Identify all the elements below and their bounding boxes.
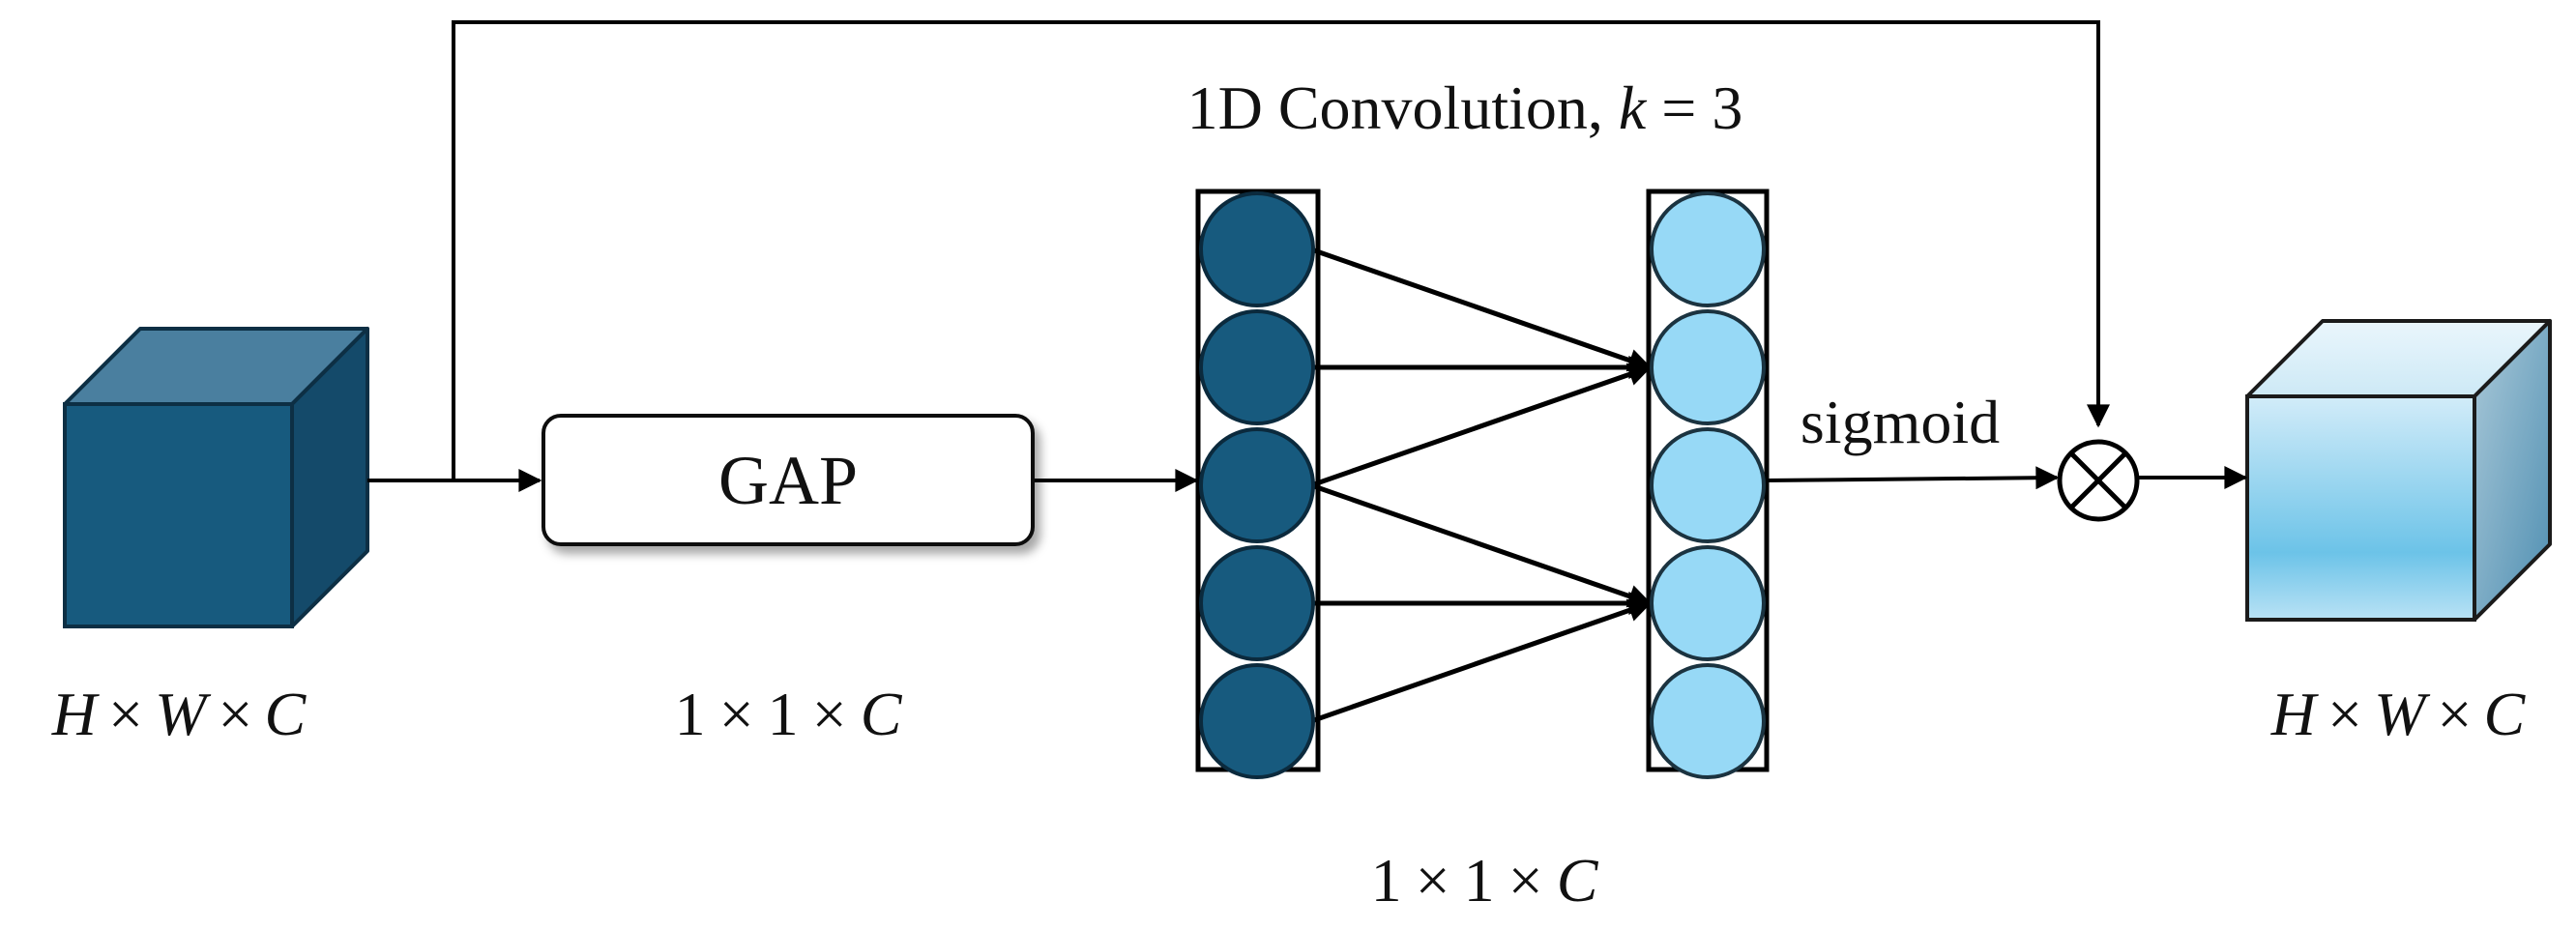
conv-input-node [1199, 663, 1315, 779]
gap-label: GAP [718, 442, 858, 519]
arrow-conv-to-multiply [1764, 466, 2060, 490]
input-cube-front [63, 402, 294, 628]
conv-edge [1310, 598, 1653, 724]
sigmoid-label: sigmoid [1800, 388, 2000, 456]
conv-output-node [1650, 663, 1766, 779]
multiply-circle-icon [2057, 439, 2140, 522]
gap-block: GAP [542, 414, 1035, 546]
output-dim-label: H×W×C [2270, 680, 2527, 748]
conv-edge [1310, 482, 1653, 608]
output-cube-front [2245, 394, 2476, 622]
skip-connection [452, 20, 2110, 480]
conv-output-node [1650, 545, 1766, 661]
conv-title: 1D Convolution, k = 3 [1187, 73, 1743, 142]
conv-input-node [1199, 427, 1315, 543]
conv-edge [1310, 247, 1653, 372]
conv-output-node [1650, 427, 1766, 543]
conv-output-node [1650, 191, 1766, 307]
conv-dim-label: 1×1×C [1371, 846, 1599, 915]
conv-output-node [1650, 309, 1766, 425]
conv-nodes [1199, 191, 1766, 779]
conv-input-node [1199, 309, 1315, 425]
input-feature-cube [63, 327, 369, 628]
flow-arrows [367, 466, 2248, 492]
conv-edges [1310, 247, 1653, 724]
gap-dim-label: 1×1×C [675, 680, 903, 748]
conv-edge [1310, 363, 1653, 488]
output-feature-cube [2245, 319, 2552, 622]
conv-input-node [1199, 191, 1315, 307]
conv-input-node [1199, 545, 1315, 661]
input-dim-label: H×W×C [51, 680, 307, 748]
